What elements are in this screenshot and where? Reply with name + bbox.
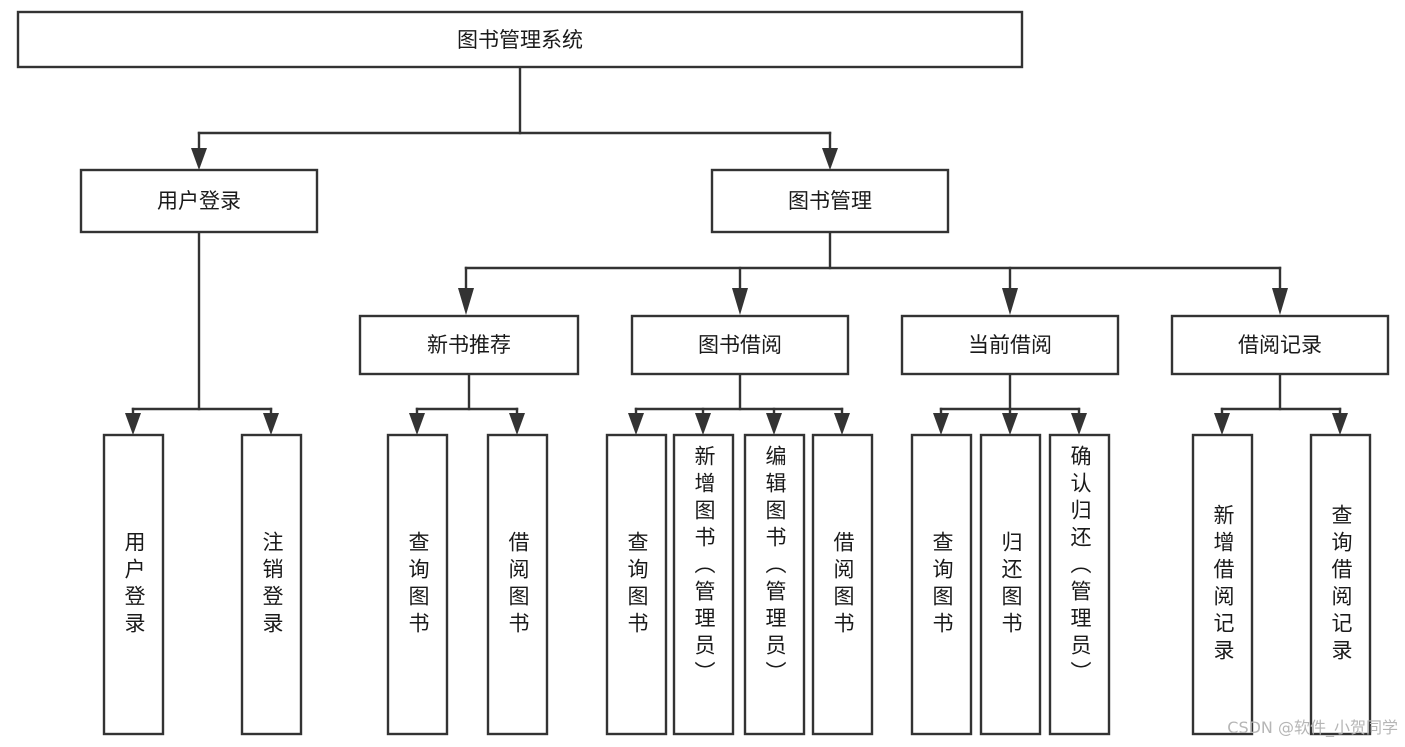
leaf-book-borrow-1-label: 查询图书 — [625, 530, 649, 639]
leaf-book-borrow-4[interactable]: 借阅图书 — [811, 433, 874, 736]
leaf-new-book-2[interactable]: 借阅图书 — [486, 433, 549, 736]
node-borrow-record-label: 借阅记录 — [1238, 333, 1322, 357]
leaf-book-borrow-3-box[interactable] — [743, 433, 806, 736]
leaf-current-borrow-3-textwrap: 确认归还（管理员） — [1068, 445, 1092, 688]
connector-layer — [125, 65, 1348, 435]
node-user-login[interactable]: 用户登录 — [79, 168, 319, 234]
leaf-borrow-record-1-textwrap: 新增借阅记录 — [1211, 503, 1235, 666]
arrowhead-leaf-currentborrow-1 — [933, 413, 949, 435]
arrowhead-leaf-user-login-2 — [263, 413, 279, 435]
arrowhead-user-login — [191, 148, 207, 170]
leaf-book-borrow-3-textwrap: 编辑图书（管理员） — [763, 445, 787, 688]
leaf-book-borrow-2[interactable]: 新增图书（管理员） — [672, 433, 735, 736]
node-book-borrow[interactable]: 图书借阅 — [630, 314, 850, 376]
node-current-borrow-box[interactable] — [900, 314, 1120, 376]
arrowhead-leaf-bookborrow-1 — [628, 413, 644, 435]
leaf-current-borrow-1-label: 查询图书 — [930, 530, 954, 639]
leaf-book-borrow-4-box[interactable] — [811, 433, 874, 736]
node-current-borrow-label: 当前借阅 — [968, 333, 1052, 357]
arrowhead-leaf-bookborrow-4 — [834, 413, 850, 435]
leaf-user-login-2-label: 注销登录 — [260, 530, 284, 639]
leaf-user-login-1[interactable]: 用户登录 — [102, 433, 165, 736]
leaf-new-book-1-label: 查询图书 — [406, 530, 430, 639]
leaf-current-borrow-2[interactable]: 归还图书 — [979, 433, 1042, 736]
node-book-management-box[interactable] — [710, 168, 950, 234]
node-book-borrow-label: 图书借阅 — [698, 333, 782, 357]
node-book-borrow-box[interactable] — [630, 314, 850, 376]
leaf-book-borrow-2-textwrap: 新增图书（管理员） — [692, 445, 716, 688]
node-root-box[interactable] — [16, 10, 1024, 69]
leaf-user-login-1-textwrap: 用户登录 — [122, 530, 146, 639]
leaf-user-login-1-box[interactable] — [102, 433, 165, 736]
leaf-new-book-1-box[interactable] — [386, 433, 449, 736]
leaf-borrow-record-1-label: 新增借阅记录 — [1211, 503, 1235, 666]
csdn-watermark: CSDN @软件_小贺同学 — [1227, 718, 1398, 738]
arrowhead-leaf-bookborrow-3 — [766, 413, 782, 435]
arrowhead-book-mgmt — [822, 148, 838, 170]
node-new-book-recommend[interactable]: 新书推荐 — [358, 314, 580, 376]
leaf-current-borrow-3-label: 确认归还（管理员） — [1068, 445, 1092, 688]
leaf-book-borrow-1-box[interactable] — [605, 433, 668, 736]
leaf-new-book-2-textwrap: 借阅图书 — [506, 530, 530, 639]
leaf-user-login-1-label: 用户登录 — [122, 530, 146, 639]
node-user-login-box[interactable] — [79, 168, 319, 234]
arrowhead-current-borrow — [1002, 288, 1018, 315]
leaf-borrow-record-2-textwrap: 查询借阅记录 — [1329, 503, 1353, 666]
leaf-book-borrow-4-textwrap: 借阅图书 — [831, 530, 855, 639]
leaf-borrow-record-1-box[interactable] — [1191, 433, 1254, 736]
leaf-book-borrow-1-textwrap: 查询图书 — [625, 530, 649, 639]
leaf-book-borrow-4-label: 借阅图书 — [831, 530, 855, 639]
node-current-borrow[interactable]: 当前借阅 — [900, 314, 1120, 376]
leaf-book-borrow-3[interactable]: 编辑图书（管理员） — [743, 433, 806, 736]
node-new-book-recommend-box[interactable] — [358, 314, 580, 376]
leaf-current-borrow-3-box[interactable] — [1048, 433, 1111, 736]
leaf-new-book-1-textwrap: 查询图书 — [406, 530, 430, 639]
leaf-current-borrow-2-textwrap: 归还图书 — [999, 530, 1023, 639]
arrowhead-borrow-record — [1272, 288, 1288, 315]
node-new-book-recommend-label: 新书推荐 — [427, 333, 511, 357]
node-user-login-label: 用户登录 — [157, 189, 241, 213]
arrowhead-leaf-newbook-1 — [409, 413, 425, 435]
leaf-current-borrow-2-box[interactable] — [979, 433, 1042, 736]
arrowhead-leaf-user-login-1 — [125, 413, 141, 435]
leaf-book-borrow-2-label: 新增图书（管理员） — [692, 445, 716, 688]
leaf-book-borrow-3-label: 编辑图书（管理员） — [763, 445, 787, 688]
leaf-current-borrow-1-textwrap: 查询图书 — [930, 530, 954, 639]
leaf-new-book-1[interactable]: 查询图书 — [386, 433, 449, 736]
arrowhead-leaf-currentborrow-3 — [1071, 413, 1087, 435]
leaf-borrow-record-1[interactable]: 新增借阅记录 — [1191, 433, 1254, 736]
leaf-book-borrow-1[interactable]: 查询图书 — [605, 433, 668, 736]
leaf-borrow-record-2-label: 查询借阅记录 — [1329, 503, 1353, 666]
leaf-book-borrow-2-box[interactable] — [672, 433, 735, 736]
node-book-management[interactable]: 图书管理 — [710, 168, 950, 234]
arrowhead-leaf-borrowrecord-2 — [1332, 413, 1348, 435]
node-root-label: 图书管理系统 — [457, 28, 583, 52]
leaf-user-login-2[interactable]: 注销登录 — [240, 433, 303, 736]
leaf-borrow-record-2[interactable]: 查询借阅记录 — [1309, 433, 1372, 736]
leaf-new-book-2-box[interactable] — [486, 433, 549, 736]
arrowhead-leaf-bookborrow-2 — [695, 413, 711, 435]
node-book-management-label: 图书管理 — [788, 189, 872, 213]
node-root[interactable]: 图书管理系统 — [16, 10, 1024, 69]
leaf-current-borrow-1-box[interactable] — [910, 433, 973, 736]
leaf-borrow-record-2-box[interactable] — [1309, 433, 1372, 736]
arrowhead-book-borrow — [732, 288, 748, 315]
leaf-new-book-2-label: 借阅图书 — [506, 530, 530, 639]
leaf-current-borrow-2-label: 归还图书 — [999, 530, 1023, 639]
arrowhead-leaf-borrowrecord-1 — [1214, 413, 1230, 435]
node-borrow-record[interactable]: 借阅记录 — [1170, 314, 1390, 376]
arrowhead-new-book-recommend — [458, 288, 474, 315]
node-borrow-record-box[interactable] — [1170, 314, 1390, 376]
leaf-user-login-2-textwrap: 注销登录 — [260, 530, 284, 639]
arrowhead-leaf-currentborrow-2 — [1002, 413, 1018, 435]
arrowhead-leaf-newbook-2 — [509, 413, 525, 435]
leaf-current-borrow-1[interactable]: 查询图书 — [910, 433, 973, 736]
leaf-user-login-2-box[interactable] — [240, 433, 303, 736]
leaf-current-borrow-3[interactable]: 确认归还（管理员） — [1048, 433, 1111, 736]
